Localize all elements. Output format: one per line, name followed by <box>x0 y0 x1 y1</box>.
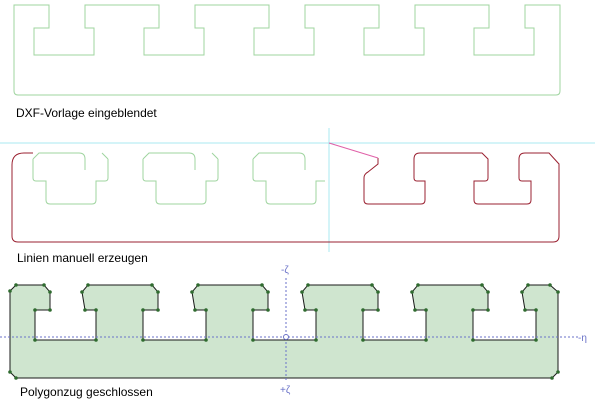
panel-manual-lines: Linien manuell erzeugen <box>0 128 595 265</box>
axis-label-zeta-minus: -ζ <box>281 265 289 276</box>
polygon-vertex <box>523 308 527 312</box>
closed-polygon <box>9 284 559 379</box>
polygon-vertex <box>48 308 52 312</box>
polygon-vertex <box>156 290 160 294</box>
polygon-vertex <box>376 308 380 312</box>
polygon-vertex <box>251 308 255 312</box>
polygon-vertex <box>94 308 98 312</box>
polygon-vertex <box>556 290 560 294</box>
polygon-vertex <box>141 338 145 342</box>
polygon-vertex <box>526 283 530 287</box>
polygon-vertex <box>548 283 552 287</box>
polygon-vertex <box>361 308 365 312</box>
polygon-vertex <box>486 290 490 294</box>
polygon-vertex <box>14 376 18 380</box>
rubber-band-line <box>328 142 379 159</box>
caption-dxf-template: DXF-Vorlage eingeblendet <box>16 106 157 120</box>
polygon-vertex <box>550 376 554 380</box>
polygon-vertex <box>14 283 18 287</box>
polygon-vertex <box>314 308 318 312</box>
polygon-vertex <box>413 308 417 312</box>
polygon-vertex <box>370 283 374 287</box>
polygon-vertex <box>410 290 414 294</box>
polygon-vertex <box>94 338 98 342</box>
polygon-vertex <box>266 290 270 294</box>
polygon-vertex <box>33 338 37 342</box>
polygon-vertex <box>251 338 255 342</box>
panel-dxf-template: DXF-Vorlage eingeblendet <box>13 4 561 120</box>
polygon-vertex <box>486 308 490 312</box>
polygon-vertex <box>193 308 197 312</box>
template-remaining-outline <box>32 159 325 205</box>
polygon-vertex <box>204 308 208 312</box>
polygon-vertex <box>141 308 145 312</box>
polygon-vertex <box>83 308 87 312</box>
axis-label-eta-minus: -η <box>578 333 587 344</box>
polygon-vertex <box>471 308 475 312</box>
caption-closed-polygon: Polygonzug geschlossen <box>20 385 153 399</box>
polygon-vertex <box>314 338 318 342</box>
polygon-vertex <box>303 308 307 312</box>
polygon-vertex <box>260 283 264 287</box>
polygon-vertex <box>416 283 420 287</box>
polygon-vertex <box>48 290 52 294</box>
polygon-vertex <box>86 283 90 287</box>
axis-label-zeta-plus: +ζ <box>280 385 291 396</box>
polygon-vertex <box>376 290 380 294</box>
polygon-vertex <box>534 308 538 312</box>
polygon-vertex <box>424 308 428 312</box>
polygon-vertex <box>80 290 84 294</box>
polygon-vertex <box>480 283 484 287</box>
polygon-vertex <box>150 283 154 287</box>
polygon-vertex <box>306 283 310 287</box>
template-top-edges <box>32 152 306 170</box>
polygon-vertex <box>424 338 428 342</box>
polygon-vertex <box>520 290 524 294</box>
polygon-vertex <box>42 283 46 287</box>
polygon-vertex <box>556 370 560 374</box>
polygon-vertex <box>204 338 208 342</box>
polygon-vertex <box>8 289 12 293</box>
polygon-vertex <box>156 308 160 312</box>
polygon-vertices <box>8 283 560 380</box>
polygon-vertex <box>196 283 200 287</box>
polygon-vertex <box>471 338 475 342</box>
origin-marker <box>283 334 289 340</box>
polygon-vertex <box>8 370 12 374</box>
polygon-vertex <box>300 290 304 294</box>
polygon-vertex <box>266 308 270 312</box>
polygon-vertex <box>534 338 538 342</box>
drawn-outline <box>11 152 560 243</box>
polygon-vertex <box>33 308 37 312</box>
panel-closed-polygon: -ζ +ζ -η Polygonzug geschlossen <box>0 265 587 399</box>
caption-manual-lines: Linien manuell erzeugen <box>17 251 148 265</box>
dxf-template-outline <box>13 4 561 96</box>
polygon-vertex <box>190 290 194 294</box>
polygon-vertex <box>361 338 365 342</box>
